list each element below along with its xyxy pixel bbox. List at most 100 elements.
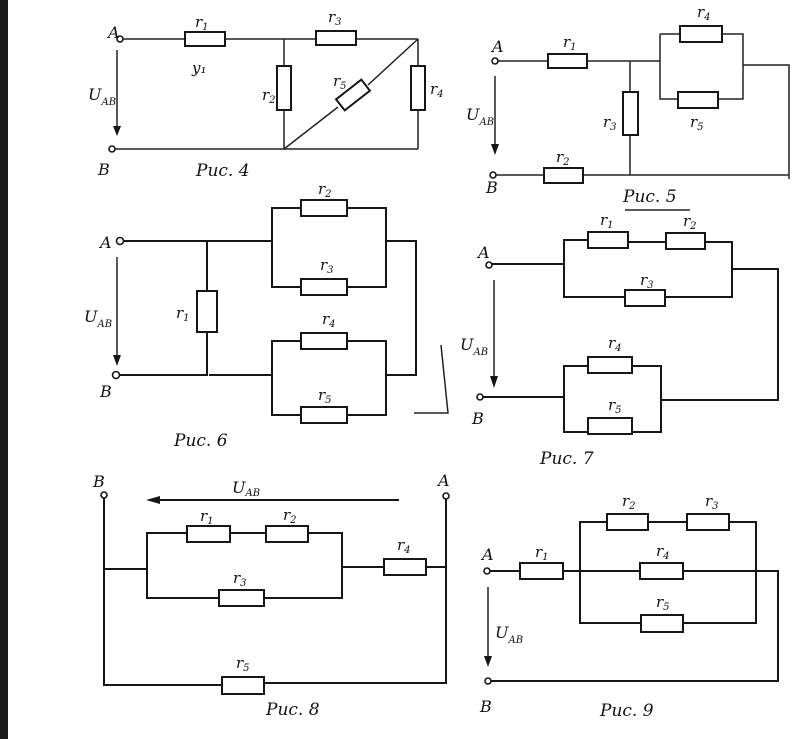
fig4-resistor-r4	[410, 65, 426, 111]
fig8-node-b-label: B	[92, 472, 105, 491]
fig6-stray-mark	[414, 344, 449, 414]
fig6-resistor-r5	[300, 406, 348, 424]
fig4-label-r4: r4	[430, 80, 444, 100]
fig8-arrow-head-icon	[146, 496, 160, 504]
fig9-resistor-r4	[639, 562, 684, 580]
fig6-label-r4: r4	[322, 310, 336, 330]
fig7-label-r2: r2	[683, 212, 697, 232]
fig8-label-r3: r3	[233, 569, 247, 589]
fig5-resistor-r1	[547, 53, 588, 69]
fig8-resistor-r1	[186, 525, 231, 543]
fig9-label-r5: r5	[656, 593, 670, 613]
fig9-label-r3: r3	[705, 492, 719, 512]
fig5-resistor-r5	[677, 91, 719, 109]
fig7-node-b-label: B	[471, 409, 484, 428]
fig7-node-a-label: A	[476, 243, 490, 262]
fig6-voltage-label: UAB	[84, 307, 112, 330]
fig8-voltage-label: UAB	[232, 478, 260, 499]
fig9-caption: Рис. 9	[599, 701, 654, 721]
fig6-label-r1: r1	[176, 304, 190, 324]
scan-border	[0, 0, 8, 739]
fig4-resistor-r2	[276, 65, 292, 111]
fig4-label-r3: r3	[328, 8, 342, 28]
fig8-terminal-b	[100, 491, 108, 499]
fig6-wire-lower-parallel	[271, 340, 387, 416]
fig7-resistor-r2	[665, 232, 706, 250]
fig4-node-a-label: A	[106, 23, 120, 42]
fig5-label-r4: r4	[697, 3, 711, 23]
fig8-resistor-r4	[383, 558, 427, 576]
fig6-wire-a	[119, 240, 273, 376]
fig9-arrow-head-icon	[484, 656, 492, 667]
fig9-label-r1: r1	[535, 543, 549, 563]
fig8-resistor-r2	[265, 525, 309, 543]
fig6-resistor-r2	[300, 199, 348, 217]
fig9-resistor-r2	[606, 513, 649, 531]
fig6-node-b-label: B	[99, 382, 112, 401]
fig8-label-r2: r2	[283, 506, 297, 526]
figure-8: B A UAB r1 r2 r3 r4 r5 Рис. 8	[92, 471, 450, 720]
fig5-voltage-label: UAB	[466, 105, 494, 128]
fig5-label-r3: r3	[603, 113, 617, 133]
fig7-terminal-a	[485, 261, 493, 269]
fig9-node-b-label: B	[479, 697, 492, 716]
fig4-wire-diagonal	[283, 38, 419, 150]
figure-6: A B UAB r2 r3 r4 r5 r1 Рис. 6	[84, 180, 449, 451]
fig8-wire-left	[103, 496, 223, 686]
fig4-voltage-label: UAB	[88, 85, 116, 108]
fig5-label-r1: r1	[563, 33, 577, 53]
fig4-terminal-b	[108, 145, 116, 153]
fig7-resistor-r5	[587, 417, 633, 435]
fig9-label-r4: r4	[656, 542, 670, 562]
fig8-resistor-r3	[218, 589, 265, 607]
fig5-resistor-r2	[543, 167, 584, 184]
fig4-resistor-r1	[184, 31, 226, 47]
fig4-resistor-r3	[315, 30, 357, 46]
fig9-wire-a	[486, 570, 779, 682]
fig8-terminal-a	[442, 492, 450, 500]
fig5-resistor-r3	[622, 91, 639, 136]
fig5-label-r5: r5	[690, 113, 704, 133]
fig5-terminal-a	[491, 57, 499, 65]
fig4-resistor-r5	[334, 78, 372, 112]
fig5-label-r2: r2	[556, 148, 570, 168]
fig6-resistor-r1	[196, 290, 218, 333]
fig9-label-r2: r2	[622, 492, 636, 512]
fig6-terminal-b	[111, 370, 121, 380]
fig8-label-r5: r5	[236, 654, 250, 674]
fig7-voltage-label: UAB	[460, 335, 488, 358]
fig7-wire-lower-parallel	[563, 365, 662, 433]
fig5-resistor-r4	[679, 25, 723, 43]
fig7-caption: Рис. 7	[539, 449, 594, 469]
fig8-node-a-label: A	[436, 471, 450, 490]
fig6-node-a-label: A	[98, 233, 112, 252]
fig9-node-a-label: A	[480, 545, 494, 564]
fig7-resistor-r3	[624, 289, 666, 307]
fig6-arrow-head-icon	[113, 355, 121, 366]
fig7-terminal-b	[476, 393, 484, 401]
fig8-resistor-r5	[221, 676, 265, 695]
fig4-arrow-head-icon	[113, 126, 121, 136]
fig5-terminal-b	[489, 171, 497, 179]
fig4-note-label: y₁	[191, 59, 207, 77]
fig5-arrow-head-icon	[491, 144, 499, 155]
fig5-wire-parallel	[659, 33, 790, 179]
fig6-label-r5: r5	[318, 386, 332, 406]
fig8-caption: Рис. 8	[265, 700, 320, 720]
fig6-terminal-a	[115, 236, 125, 246]
fig9-resistor-r3	[686, 513, 730, 531]
fig9-resistor-r5	[640, 614, 684, 633]
fig8-label-r1: r1	[200, 507, 214, 527]
figure-4: A B UAB r1 r3 r2 r4 r5 y₁ Рис. 4	[88, 8, 444, 181]
fig7-label-r3: r3	[640, 271, 654, 291]
fig7-label-r5: r5	[608, 396, 622, 416]
fig4-terminal-a	[116, 35, 124, 43]
fig9-voltage-label: UAB	[495, 623, 523, 646]
fig9-terminal-a	[483, 567, 491, 575]
fig9-resistor-r1	[519, 562, 564, 580]
fig4-label-r1: r1	[195, 13, 209, 33]
fig8-wire-parallel	[146, 532, 343, 599]
fig7-wire-right	[660, 268, 779, 401]
fig7-label-r1: r1	[600, 211, 614, 231]
